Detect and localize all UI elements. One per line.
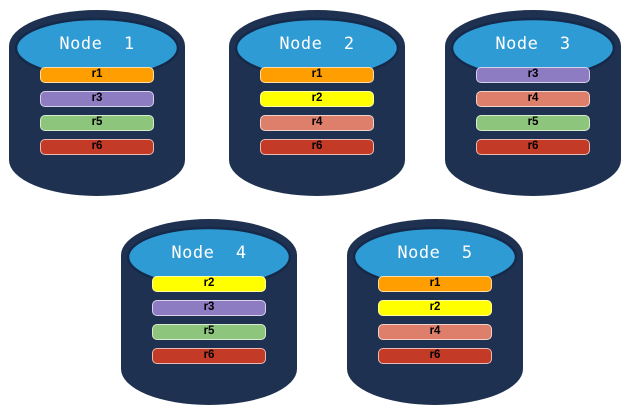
replica-bar: r6: [260, 139, 374, 155]
replica-bar: r4: [378, 324, 492, 340]
replica-bar: r6: [40, 139, 154, 155]
node-label: Node 5: [397, 243, 473, 263]
replica-bar: r5: [40, 115, 154, 131]
replica-bar: r5: [476, 115, 590, 131]
database-node-4: Node 4 r2 r3 r5 r6: [120, 218, 298, 406]
node-label: Node 1: [59, 34, 135, 54]
replica-bar: r3: [40, 91, 154, 107]
replica-bar: r2: [152, 276, 266, 292]
database-node-5: Node 5 r1 r2 r4 r6: [346, 218, 524, 406]
node-label: Node 4: [171, 243, 247, 263]
replica-bar: r1: [260, 67, 374, 83]
node-label: Node 3: [495, 34, 571, 54]
replica-bar: r6: [378, 348, 492, 364]
database-node-2: Node 2 r1 r2 r4 r6: [228, 9, 406, 197]
replica-bar: r4: [260, 115, 374, 131]
replica-bar: r2: [378, 300, 492, 316]
replica-bar: r3: [152, 300, 266, 316]
replica-bar: r1: [378, 276, 492, 292]
replica-bar: r3: [476, 67, 590, 83]
database-node-3: Node 3 r3 r4 r5 r6: [444, 9, 622, 197]
node-label: Node 2: [279, 34, 355, 54]
replica-bar: r4: [476, 91, 590, 107]
replica-bar: r2: [260, 91, 374, 107]
replica-bar: r6: [476, 139, 590, 155]
replica-bar: r5: [152, 324, 266, 340]
database-node-1: Node 1 r1 r3 r5 r6: [8, 9, 186, 197]
replica-bar: r6: [152, 348, 266, 364]
replica-bar: r1: [40, 67, 154, 83]
